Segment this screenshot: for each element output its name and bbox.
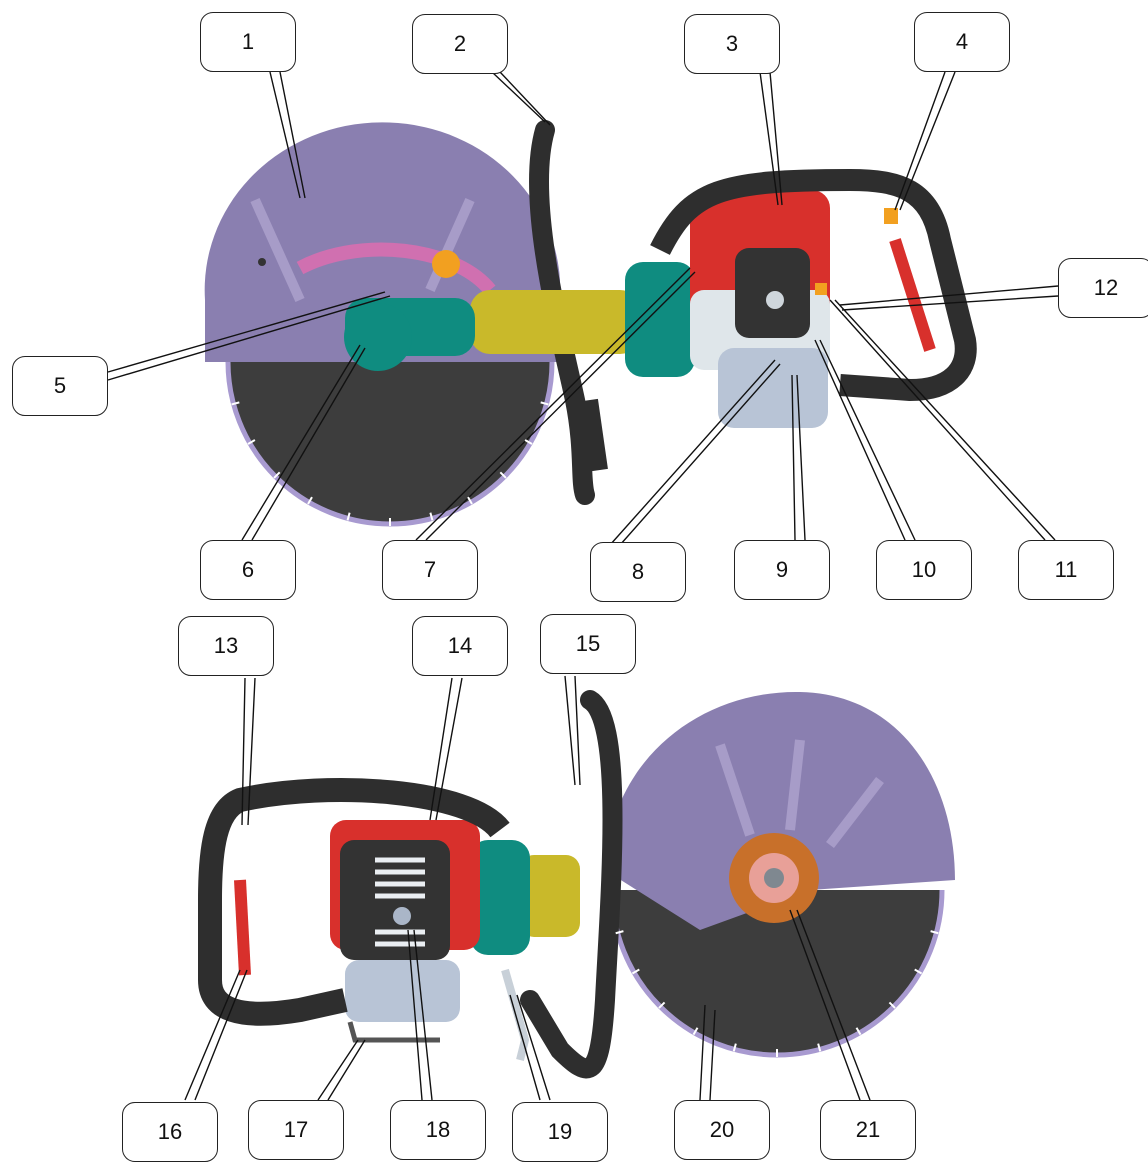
leader-17: [318, 1040, 365, 1100]
top-choke-lever: [815, 283, 827, 295]
callout-3: 3: [684, 14, 780, 74]
top-front-handle-bracket: [590, 400, 600, 470]
callout-6: 6: [200, 540, 296, 600]
callout-21: 21: [820, 1100, 916, 1160]
callout-14: 14: [412, 616, 508, 676]
callout-4: 4: [914, 12, 1010, 72]
callout-8: 8: [590, 542, 686, 602]
bottom-fuel-tank: [345, 960, 460, 1022]
bottom-blade-bolt: [764, 868, 784, 888]
bottom-saw-view: [210, 692, 955, 1069]
leader-2: [492, 72, 550, 125]
callout-20: 20: [674, 1100, 770, 1160]
bottom-tank-bracket: [350, 1022, 440, 1040]
callout-17: 17: [248, 1100, 344, 1160]
top-arm-yellow: [470, 290, 640, 354]
callout-7: 7: [382, 540, 478, 600]
top-throttle-lock: [884, 208, 898, 224]
top-arm-collar: [625, 262, 695, 377]
top-arm-hub: [344, 303, 412, 371]
callout-12: 12: [1058, 258, 1148, 318]
callout-13: 13: [178, 616, 274, 676]
top-blade: [228, 362, 552, 524]
callout-16: 16: [122, 1102, 218, 1162]
callout-11: 11: [1018, 540, 1114, 600]
leader-15: [565, 676, 580, 785]
bottom-rear-grip-red: [240, 880, 245, 975]
leader-11: [830, 300, 1055, 540]
callout-18: 18: [390, 1100, 486, 1160]
top-rear-grip-red: [895, 240, 930, 350]
callout-9: 9: [734, 540, 830, 600]
callout-15: 15: [540, 614, 636, 674]
callout-19: 19: [512, 1102, 608, 1162]
callout-1: 1: [200, 12, 296, 72]
callout-2: 2: [412, 14, 508, 74]
top-guard-rivet: [258, 258, 266, 266]
bottom-starter-knob: [393, 907, 411, 925]
top-tension-knob: [432, 250, 460, 278]
top-filter-knob: [766, 291, 784, 309]
callout-5: 5: [12, 356, 108, 416]
callout-10: 10: [876, 540, 972, 600]
